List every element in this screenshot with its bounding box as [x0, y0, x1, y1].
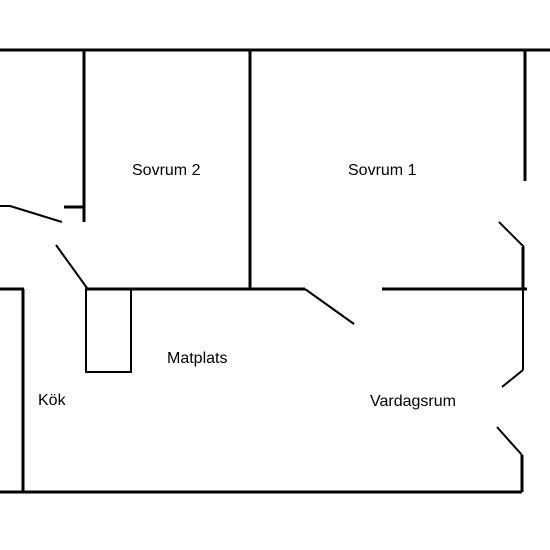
cabinet	[85, 288, 132, 373]
room-label-matplats: Matplats	[167, 350, 227, 367]
door-living-bottom	[496, 426, 523, 456]
door-right-upper	[498, 221, 525, 248]
room-label-sovrum-2: Sovrum 2	[132, 162, 201, 179]
door-right-lower	[501, 369, 524, 388]
room-label-vardagsrum: Vardagsrum	[370, 393, 456, 410]
room-label-sovrum-1: Sovrum 1	[348, 162, 417, 179]
door-kitchen-swing	[55, 244, 88, 289]
door-sovrum-1	[304, 288, 355, 325]
room-label-kok: Kök	[38, 392, 67, 409]
door-hall	[9, 205, 63, 223]
